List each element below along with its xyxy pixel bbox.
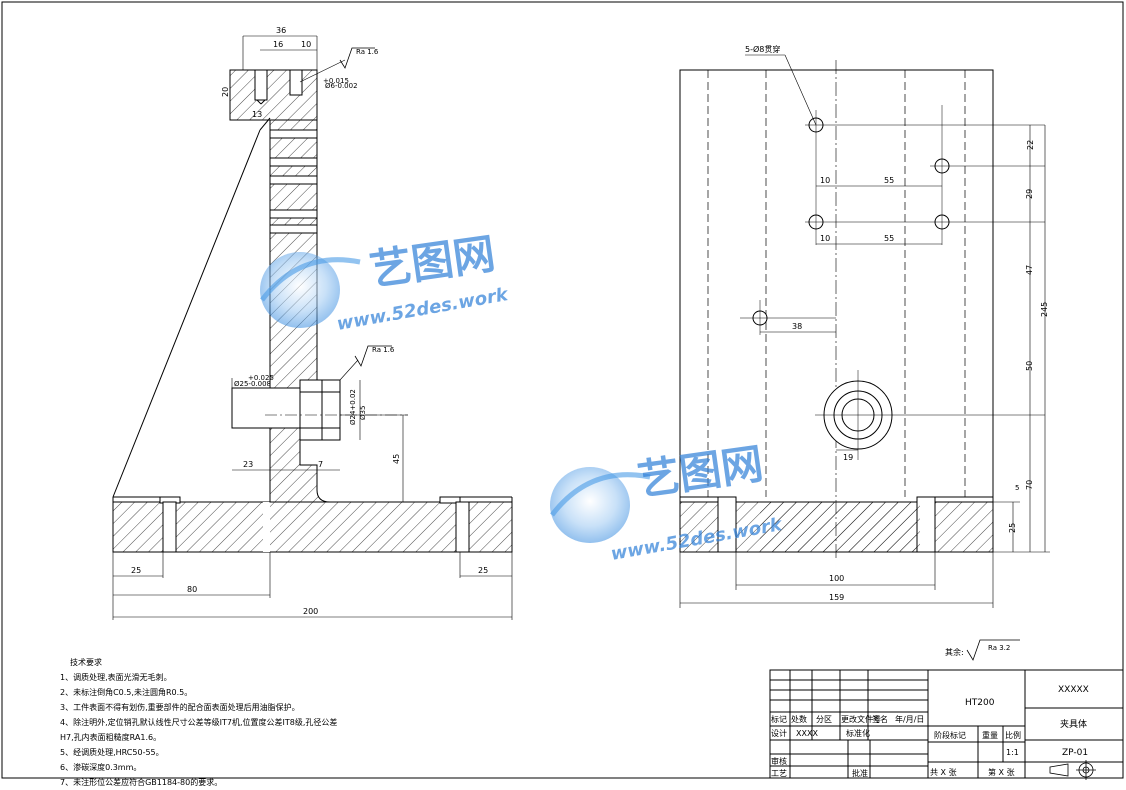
dim-w100: 100 (829, 574, 844, 583)
dim-7: 7 (318, 460, 323, 469)
ratio-label: 比例 (1005, 730, 1021, 740)
title-code: XXXXX (1058, 685, 1089, 695)
designer: XXXX (796, 729, 818, 738)
note-item: H7,孔内表面粗糙度RA1.6。 (60, 733, 162, 742)
watermark-url-1: www.52des.work (335, 284, 510, 335)
title-block (769, 669, 1124, 779)
front-view: 5-Ø8贯穿 10 55 10 55 38 19 22 29 47 50 245… (679, 44, 1050, 608)
projection-symbol-icon (1049, 760, 1096, 780)
title-block-text: HT200 XXXXX 夹具体 ZP-01 1:1 标记 处数 分区 更改文件号… (771, 685, 1096, 780)
approve-label: 批准 (852, 768, 868, 778)
row-sign: 签名 (872, 714, 888, 724)
scale: 1:1 (1006, 748, 1019, 757)
material: HT200 (965, 698, 995, 708)
design-label: 设计 (771, 728, 787, 738)
weight-label: 重量 (982, 730, 998, 740)
sheet-no: 第 X 张 (988, 767, 1015, 777)
note-item: 3、工件表面不得有划伤,重要部件的配合面表面处理后用油脂保护。 (60, 703, 300, 712)
dim-v245: 245 (1040, 302, 1049, 317)
dim-v70: 70 (1025, 480, 1034, 490)
dim-r10b: 10 (820, 234, 830, 243)
dia-top: Ø6-0.002 (325, 82, 358, 90)
note-item: 7、未注形位公差应符合GB1184-80的要求。 (60, 778, 223, 787)
dim-10: 10 (301, 40, 311, 49)
dim-80: 80 (187, 585, 197, 594)
roughness-bore: Ra 1.6 (372, 346, 395, 354)
dim-20: 20 (221, 87, 230, 97)
dim-45: 45 (392, 454, 401, 464)
total-sheets: 共 X 张 (930, 768, 957, 777)
side-view: 36 16 10 20 13 +0.015 Ø6-0.002 Ra 1.6 +0… (112, 26, 513, 620)
dim-36: 36 (276, 26, 286, 35)
drawing-no: ZP-01 (1062, 748, 1088, 758)
dim-v29: 29 (1025, 189, 1034, 199)
dim-v50: 50 (1025, 361, 1034, 371)
note-item: 4、除注明外,定位销孔默认线性尺寸公差等级IT7机,位置度公差IT8级,孔径公差 (60, 718, 338, 727)
roughness-top: Ra 1.6 (356, 48, 379, 56)
row-date: 年/月/日 (895, 714, 924, 724)
dim-23: 23 (243, 460, 253, 469)
dim-r38: 38 (792, 322, 802, 331)
rest-value: Ra 3.2 (988, 644, 1010, 652)
process-label: 工艺 (771, 769, 787, 778)
dia-24: Ø24+0.02 (349, 389, 357, 425)
dia-35: Ø35 (359, 406, 367, 420)
dim-r10a: 10 (820, 176, 830, 185)
dim-r19: 19 (843, 453, 853, 462)
note-item: 2、未标注倒角C0.5,未注圆角R0.5。 (60, 688, 193, 697)
dia-top-tol: +0.015 (323, 77, 349, 85)
rest-roughness: 其余: Ra 3.2 (945, 639, 1020, 661)
review-label: 审核 (771, 756, 787, 766)
technical-requirements: 技术要求 1、调质处理,表面光滑无毛刺。 2、未标注倒角C0.5,未注圆角R0.… (60, 655, 440, 790)
dim-v47: 47 (1025, 265, 1034, 275)
dim-25-left: 25 (131, 566, 141, 575)
dim-r55b: 55 (884, 234, 894, 243)
note-item: 1、调质处理,表面光滑无毛刺。 (60, 673, 172, 682)
dia-left: Ø25-0.008 (234, 380, 271, 388)
dim-v22: 22 (1026, 140, 1035, 150)
row-zone: 分区 (816, 715, 832, 724)
row-doc: 更改文件号 (841, 714, 881, 724)
dim-13: 13 (252, 110, 262, 119)
dim-w159: 159 (829, 593, 844, 602)
dim-v5: 5 (1015, 484, 1019, 492)
dim-r55a: 55 (884, 176, 894, 185)
stage-label: 阶段标记 (934, 730, 966, 740)
dia-left-tol: +0.025 (248, 374, 274, 382)
dim-v25: 25 (1008, 523, 1017, 533)
note-item: 6、渗碳深度0.3mm。 (60, 763, 142, 772)
hole-callout: 5-Ø8贯穿 (745, 44, 780, 54)
dim-16: 16 (273, 40, 283, 49)
standard-label: 标准化 (846, 728, 870, 738)
dim-200: 200 (303, 607, 318, 616)
part-name: 夹具体 (1060, 718, 1087, 730)
notes-title: 技术要求 (70, 658, 102, 667)
watermark-brand-1: 艺图网 (367, 229, 499, 295)
row-count: 处数 (791, 714, 807, 724)
side-top-block (229, 69, 318, 121)
dim-25-right: 25 (478, 566, 488, 575)
row-mark: 标记 (771, 714, 787, 724)
rest-label: 其余: (945, 647, 964, 657)
note-item: 5、经调质处理,HRC50-55。 (60, 748, 164, 757)
